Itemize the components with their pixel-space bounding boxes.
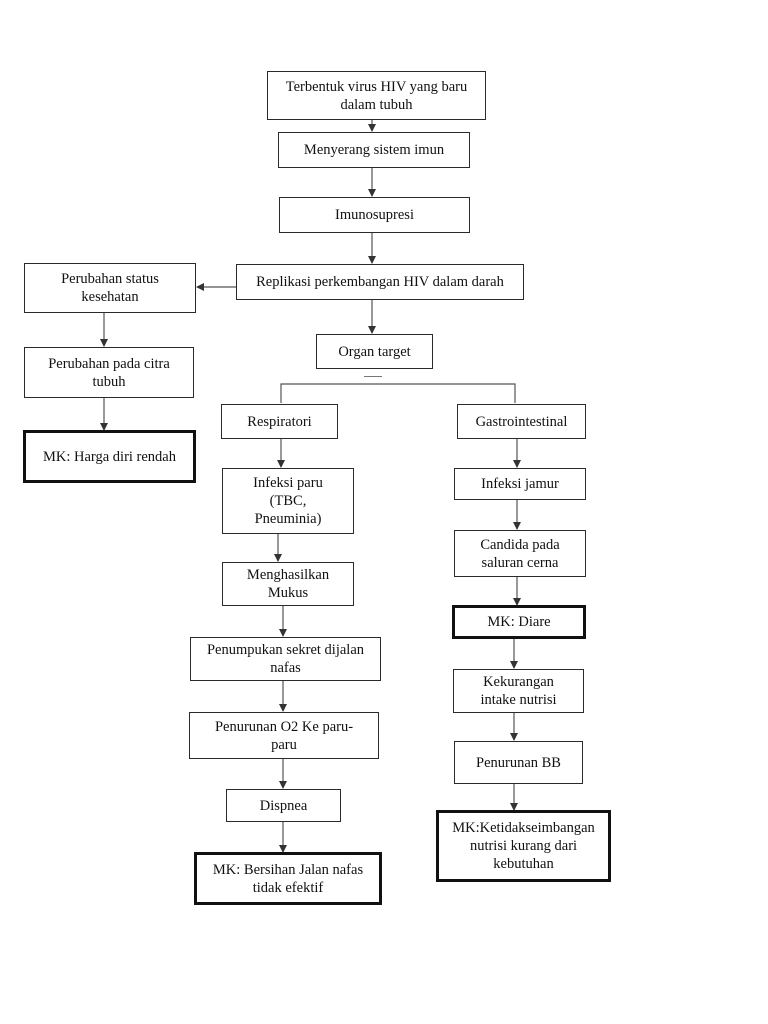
node-mk-ketidakseimbangan-nutrisi: MK:Ketidakseimbangan nutrisi kurang dari… <box>436 810 611 882</box>
node-menyerang-sistem-imun: Menyerang sistem imun <box>278 132 470 168</box>
node-menyerang-label: Menyerang sistem imun <box>303 142 445 158</box>
node-mk-diare-label: MK: Diare <box>487 614 551 630</box>
node-respiratori: Respiratori <box>221 404 338 439</box>
node-mk-diare: MK: Diare <box>452 605 586 639</box>
node-replikasi: Replikasi perkembangan HIV dalam darah <box>236 264 524 300</box>
node-organ-target-label: Organ target <box>338 343 411 360</box>
node-replikasi-label: Replikasi perkembangan HIV dalam darah <box>256 274 504 290</box>
node-penurunan-o2: Penurunan O2 Ke paru- paru <box>189 712 379 759</box>
node-organ-target: Organ target <box>316 334 433 369</box>
node-infeksi-jamur: Infeksi jamur <box>454 468 586 500</box>
node-mk-harga-diri-label: MK: Harga diri rendah <box>42 448 176 465</box>
node-kekurangan-intake-label: Kekurangan intake nutrisi <box>480 674 557 708</box>
node-gastrointestinal: Gastrointestinal <box>457 404 586 439</box>
node-gastrointestinal-label: Gastrointestinal <box>475 413 568 430</box>
node-perubahan-status-label: Perubahan status kesehatan <box>61 271 159 305</box>
node-mk-bersihan-label: MK: Bersihan Jalan nafas tidak efektif <box>212 861 364 896</box>
node-candida: Candida pada saluran cerna <box>454 530 586 577</box>
node-penumpukan-sekret-label: Penumpukan sekret dijalan nafas <box>206 642 365 676</box>
node-dispnea: Dispnea <box>226 789 341 822</box>
node-perubahan-status: Perubahan status kesehatan <box>24 263 196 313</box>
node-penumpukan-sekret: Penumpukan sekret dijalan nafas <box>190 637 381 681</box>
node-imunosupresi: Imunosupresi <box>279 197 470 233</box>
node-menghasilkan-mukus-label: Menghasilkan Mukus <box>246 567 330 601</box>
node-penurunan-bb: Penurunan BB <box>454 741 583 784</box>
node-penurunan-bb-label: Penurunan BB <box>476 754 561 771</box>
bracket-tick-mark <box>364 376 382 377</box>
node-imunosupresi-label: Imunosupresi <box>335 207 414 223</box>
node-infeksi-jamur-label: Infeksi jamur <box>481 476 559 492</box>
node-infeksi-paru: Infeksi paru (TBC, Pneuminia) <box>222 468 354 534</box>
node-penurunan-o2-label: Penurunan O2 Ke paru- paru <box>214 718 354 753</box>
node-mk-harga-diri: MK: Harga diri rendah <box>23 430 196 483</box>
node-hiv-baru-label: Terbentuk virus HIV yang baru dalam tubu… <box>285 78 468 113</box>
node-mk-bersihan-jalan-nafas: MK: Bersihan Jalan nafas tidak efektif <box>194 852 382 905</box>
node-candida-label: Candida pada saluran cerna <box>480 536 560 571</box>
node-respiratori-label: Respiratori <box>247 413 312 430</box>
node-dispnea-label: Dispnea <box>259 797 308 814</box>
node-infeksi-paru-label: Infeksi paru (TBC, Pneuminia) <box>253 475 323 527</box>
node-perubahan-citra: Perubahan pada citra tubuh <box>24 347 194 398</box>
node-hiv-baru: Terbentuk virus HIV yang baru dalam tubu… <box>267 71 486 120</box>
node-kekurangan-intake: Kekurangan intake nutrisi <box>453 669 584 713</box>
node-perubahan-citra-label: Perubahan pada citra tubuh <box>48 355 170 390</box>
node-menghasilkan-mukus: Menghasilkan Mukus <box>222 562 354 606</box>
bracket-organ-split <box>280 383 516 403</box>
node-mk-nutrisi-label: MK:Ketidakseimbangan nutrisi kurang dari… <box>452 820 595 872</box>
